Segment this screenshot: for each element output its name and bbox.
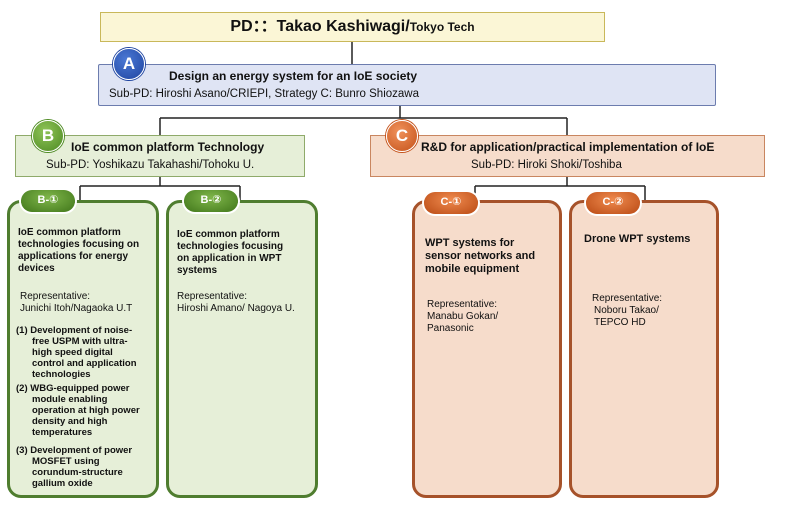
card-b1-item-line: free USPM with ultra- <box>32 336 128 347</box>
card-b1-item-2: (2) WBG-equipped power module enabling o… <box>16 383 140 438</box>
card-b1-item-line: technologies <box>32 369 91 380</box>
box-b-title: IoE common platform Technology <box>71 140 265 154</box>
card-b1-rep-label: Representative: <box>20 291 91 302</box>
card-c2-rep-name-line: Noboru Takao/ <box>594 305 659 316</box>
box-b-subpd: Sub-PD: Yoshikazu Takahashi/Tohoku U. <box>46 159 255 171</box>
card-b1-item-line: temperatures <box>32 427 93 438</box>
pd-label: PD：：Takao Kashiwagi/ <box>230 18 410 35</box>
badge-a: A <box>113 48 145 80</box>
card-b2-title: IoE common platform technologies focusin… <box>177 229 283 277</box>
card-c2-title-line: Drone WPT systems <box>584 233 691 245</box>
card-b2-title-line: IoE common platform <box>177 229 280 240</box>
card-c1-title-line: mobile equipment <box>425 263 520 275</box>
card-b1-item-line: gallium oxide <box>32 478 93 489</box>
card-b1-item-line: (2) WBG-equipped power <box>16 383 130 394</box>
card-c1-title-line: sensor networks and <box>425 250 536 262</box>
card-b1: IoE common platform technologies focusin… <box>7 200 159 498</box>
card-b1-item-line: control and application <box>32 358 137 369</box>
card-b1-title-line: IoE common platform <box>18 227 121 238</box>
card-b1-item-1: (1) Development of noise- free USPM with… <box>16 325 137 380</box>
card-b1-item-line: MOSFET using <box>32 456 100 467</box>
badge-b: B <box>32 120 64 152</box>
box-a-title: Design an energy system for an IoE socie… <box>169 69 418 83</box>
card-c1-representative: Representative: Manabu Gokan/ Panasonic <box>427 299 498 335</box>
card-c1-rep-label: Representative: <box>427 299 498 310</box>
card-b1-rep-name: Junichi Itoh/Nagaoka U.T <box>20 303 133 314</box>
card-c2-rep-name-line: TEPCO HD <box>594 317 646 328</box>
card-b1-representative: Representative: Junichi Itoh/Nagaoka U.T <box>20 291 132 315</box>
badge-c: C <box>386 120 418 152</box>
card-c1-rep-name-line: Panasonic <box>427 323 474 334</box>
card-b1-item-line: corundum-structure <box>32 467 123 478</box>
box-a-subpd: Sub-PD: Hiroshi Asano/CRIEPI, Strategy C… <box>109 88 420 100</box>
card-b2-representative: Representative: Hiroshi Amano/ Nagoya U. <box>177 291 295 315</box>
card-c1-rep-name-line: Manabu Gokan/ <box>427 311 499 322</box>
card-b1-title-line: devices <box>18 263 55 274</box>
badge-b2: B-② <box>184 190 238 212</box>
card-b2-title-line: systems <box>177 265 218 276</box>
card-b1-title-line: technologies focusing on <box>18 239 140 250</box>
box-c: R&D for application/practical implementa… <box>370 135 765 177</box>
card-b1-item-line: density and high <box>32 416 108 427</box>
card-b2-title-line: technologies focusing <box>177 241 284 252</box>
box-c-subpd: Sub-PD: Hiroki Shoki/Toshiba <box>471 159 622 171</box>
card-b1-item-line: (3) Development of power <box>16 445 133 456</box>
card-b2-rep-name: Hiroshi Amano/ Nagoya U. <box>177 303 295 314</box>
box-c-title: R&D for application/practical implementa… <box>421 140 715 154</box>
card-b2-title-line: on application in WPT <box>177 253 282 264</box>
card-c1-title-line: WPT systems for <box>425 237 515 249</box>
card-c1-title: WPT systems for sensor networks and mobi… <box>425 237 535 276</box>
badge-c1: C-① <box>424 192 478 214</box>
pd-box: PD：：Takao Kashiwagi/Tokyo Tech <box>100 12 605 42</box>
card-b2: IoE common platform technologies focusin… <box>166 200 318 498</box>
badge-b1: B-① <box>21 190 75 212</box>
pd-affiliation: Tokyo Tech <box>409 20 475 34</box>
card-b1-item-line: high speed digital <box>32 347 113 358</box>
card-b1-item-3: (3) Development of power MOSFET using co… <box>16 445 132 489</box>
card-b1-title-line: applications for energy <box>18 251 129 262</box>
card-c2-title: Drone WPT systems <box>584 233 690 246</box>
card-b2-rep-label: Representative: <box>177 291 248 302</box>
card-c1: WPT systems for sensor networks and mobi… <box>412 200 562 498</box>
card-b1-item-line: module enabling <box>32 394 108 405</box>
box-a: Design an energy system for an IoE socie… <box>98 64 716 106</box>
box-b: IoE common platform Technology Sub-PD: Y… <box>15 135 305 177</box>
card-b1-title: IoE common platform technologies focusin… <box>18 227 139 275</box>
card-c2: Drone WPT systems Representative: Noboru… <box>569 200 719 498</box>
badge-c2: C-② <box>586 192 640 214</box>
card-c2-rep-label: Representative: <box>592 293 663 304</box>
card-b1-item-line: operation at high power <box>32 405 140 416</box>
card-c2-representative: Representative: Noboru Takao/ TEPCO HD <box>592 293 662 329</box>
card-b1-item-line: (1) Development of noise- <box>16 325 133 336</box>
